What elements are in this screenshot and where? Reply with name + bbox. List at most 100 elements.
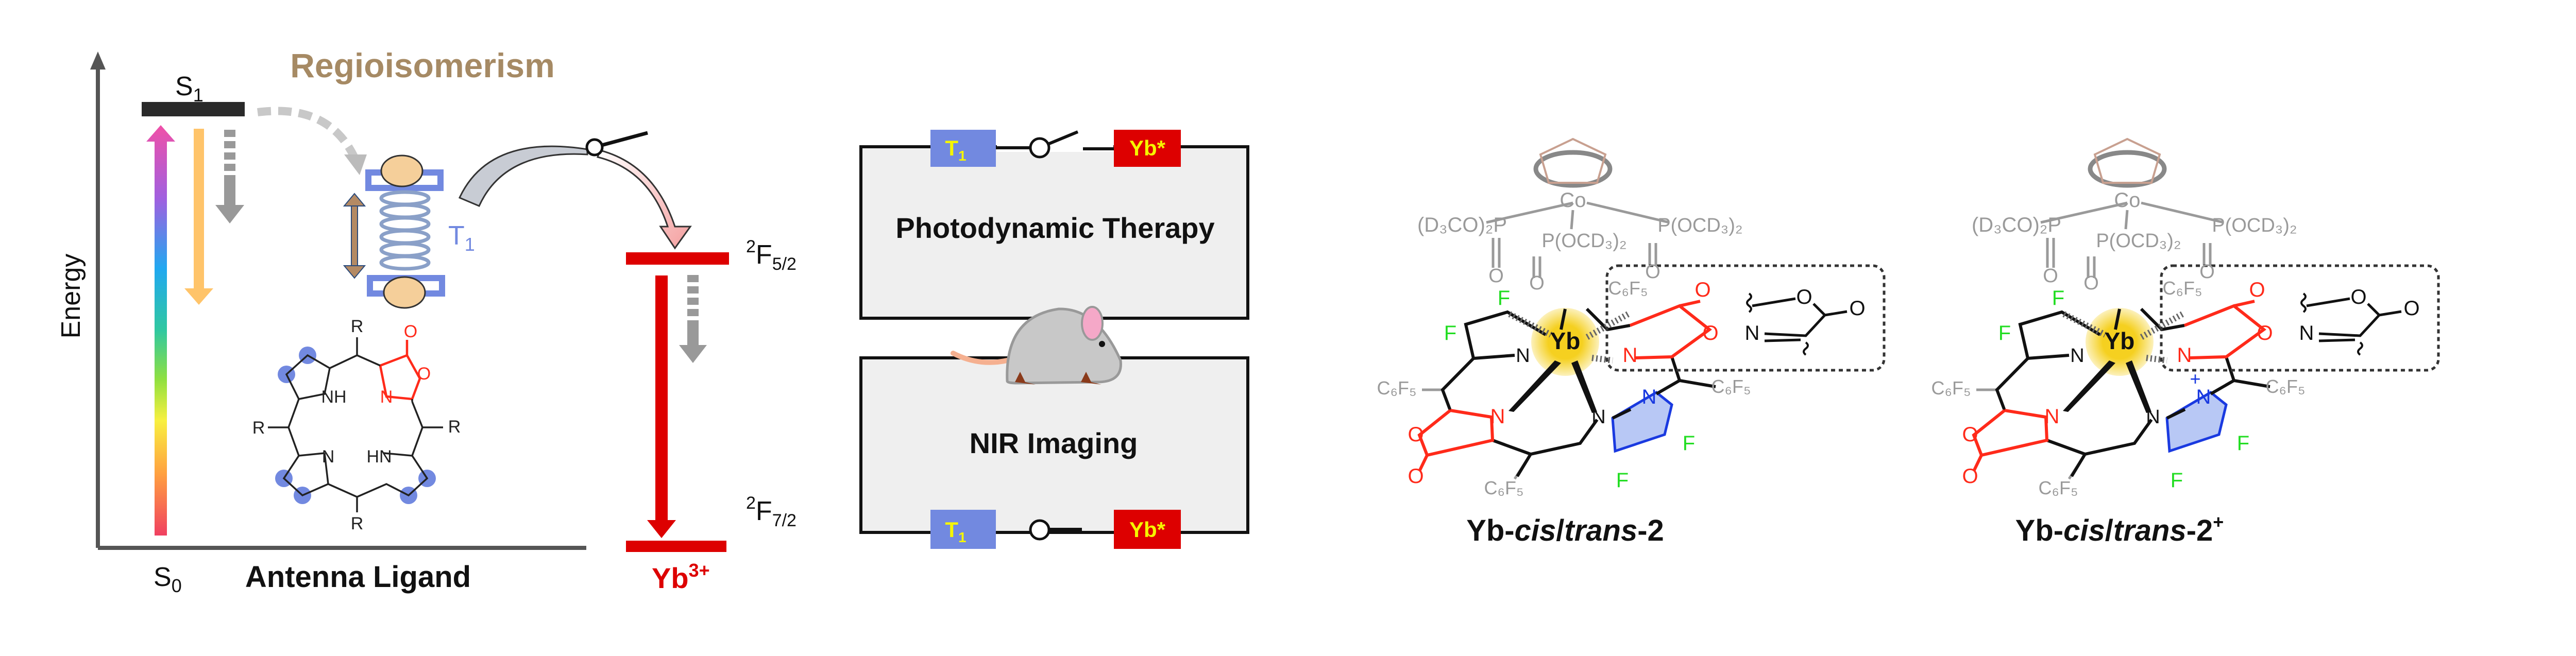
- porphyrin-atom: N: [380, 387, 393, 407]
- atom-label: N: [1642, 386, 1657, 408]
- oxazolone-bond: [2233, 300, 2255, 307]
- antenna-ligand-label: Antenna Ligand: [245, 560, 471, 594]
- bond: [1492, 238, 1501, 268]
- atom-label: C₆F₅: [1711, 376, 1751, 397]
- fragment-bond: [1752, 297, 1848, 342]
- atom-label: Yb: [2105, 327, 2135, 354]
- atom-label: C₆F₅: [1377, 377, 1416, 399]
- energy-axis-arrowhead: [90, 51, 106, 70]
- bond: [2018, 310, 2101, 359]
- pyrrole-beta-dots: [275, 347, 436, 504]
- yb-component: [1114, 130, 1181, 167]
- atom-label: O: [2257, 322, 2273, 344]
- porphyrin-atom: HN: [366, 447, 392, 467]
- porphyrin-substituent: R: [351, 514, 364, 533]
- bond: [2124, 210, 2129, 230]
- energy-axis-label: Energy: [56, 254, 86, 339]
- blue-ring: [1611, 390, 1673, 453]
- atom-label: C₆F₅: [1484, 477, 1523, 498]
- atom-label: N: [2070, 345, 2084, 367]
- level-2f72-label: 2F7/2: [746, 493, 796, 530]
- switch-icon: [585, 138, 604, 157]
- atom-label: N: [1516, 345, 1530, 367]
- wedge-bond: [2126, 360, 2151, 413]
- bond: [1995, 357, 2029, 411]
- wedge-bond: [1571, 360, 1597, 413]
- yb-ion-label: Yb3+: [652, 560, 710, 594]
- bond: [1516, 453, 1532, 477]
- fragment-highlight-box: [2160, 264, 2440, 372]
- s1-label: S1: [175, 72, 204, 106]
- oxazolone-bond: [1679, 300, 1701, 307]
- bond: [1655, 379, 1681, 395]
- atom-label: C₆F₅: [2038, 477, 2078, 498]
- energy-diagram: Energy Regioisomerism S1 S0 Antenna Liga…: [56, 46, 796, 596]
- cyclopentadienyl-ring: [1533, 150, 1613, 188]
- hashed-bond: [1508, 311, 1552, 338]
- bond: [1464, 310, 1547, 359]
- yb-component-label: Yb*: [1129, 136, 1166, 160]
- atom-label: F: [2171, 469, 2183, 492]
- atom-label: O: [2350, 286, 2366, 308]
- application-circuits: T1 Yb* Photodynamic Therapy T1 Yb* NIR I…: [859, 130, 1249, 549]
- yb-upper-level: [626, 252, 729, 265]
- hashed-bond: [2062, 311, 2107, 338]
- porphyrin-substituent: R: [252, 418, 265, 438]
- compound-label: Yb-cis/trans-2: [1466, 514, 1664, 547]
- oxazolone-bond: [1972, 409, 2049, 457]
- atom-label: Yb: [1550, 327, 1581, 354]
- atom-label: O: [2043, 265, 2058, 287]
- wavy-bond: [2300, 292, 2363, 356]
- bond: [1560, 308, 1567, 330]
- atom-label: O: [2403, 297, 2419, 320]
- hand-icon: [380, 154, 423, 187]
- antenna-ligand-structure: R R R R NH N N HN O O: [252, 317, 461, 533]
- bond: [2114, 308, 2121, 330]
- yb-emission-arrow: [647, 275, 676, 538]
- bond: [2046, 419, 2153, 456]
- bond: [2040, 201, 2128, 224]
- hand-icon: [383, 276, 426, 309]
- porphyrin-atom: O: [404, 322, 417, 341]
- bond: [2210, 379, 2235, 395]
- atom-label: F: [2237, 432, 2249, 455]
- porphyrin-atom: N: [322, 447, 335, 467]
- bond: [1570, 210, 1574, 230]
- charge-label: +: [2190, 368, 2200, 389]
- cyclopentadienyl-ring: [2088, 150, 2167, 188]
- atom-label: N: [2299, 322, 2314, 344]
- yb-lower-level: [626, 541, 726, 552]
- atom-label: Co: [1560, 189, 1586, 212]
- compound-label: Yb-cis/trans-2+: [2015, 511, 2224, 547]
- atom-label: N: [2146, 406, 2160, 428]
- atom-label: F: [1498, 287, 1510, 309]
- atom-label: P(OCD₃)₂: [2212, 215, 2297, 236]
- atom-label: C₆F₅: [2162, 278, 2202, 299]
- bond: [2202, 243, 2212, 265]
- intersystem-crossing-arrow: [257, 107, 360, 162]
- atom-label: C₆F₅: [2265, 376, 2305, 397]
- porphyrin-substituent: R: [448, 417, 461, 437]
- atom-label: F: [1683, 432, 1695, 455]
- bond: [1648, 243, 1657, 265]
- bond: [2046, 238, 2055, 268]
- atom-label: N: [1745, 322, 1760, 344]
- hashed-bond: [2146, 355, 2167, 364]
- atom-label: F: [1998, 322, 2011, 344]
- atom-label: O: [1408, 465, 1423, 488]
- stretch-double-arrow: [343, 193, 366, 279]
- atom-label: O: [2199, 261, 2215, 283]
- atom-label: N: [1490, 405, 1505, 428]
- atom-label: O: [1849, 297, 1865, 320]
- bond: [2141, 201, 2224, 224]
- yb-center-highlight: [1531, 308, 1599, 376]
- nonradiative-decay-arrow: [215, 130, 244, 223]
- atom-label: O: [1488, 265, 1504, 287]
- wedge-bond: [2063, 360, 2115, 412]
- yb-nonradiative-arrow: [679, 275, 707, 363]
- atom-label: N: [2045, 405, 2060, 428]
- bond: [2027, 354, 2070, 360]
- atom-label: O: [1408, 423, 1423, 446]
